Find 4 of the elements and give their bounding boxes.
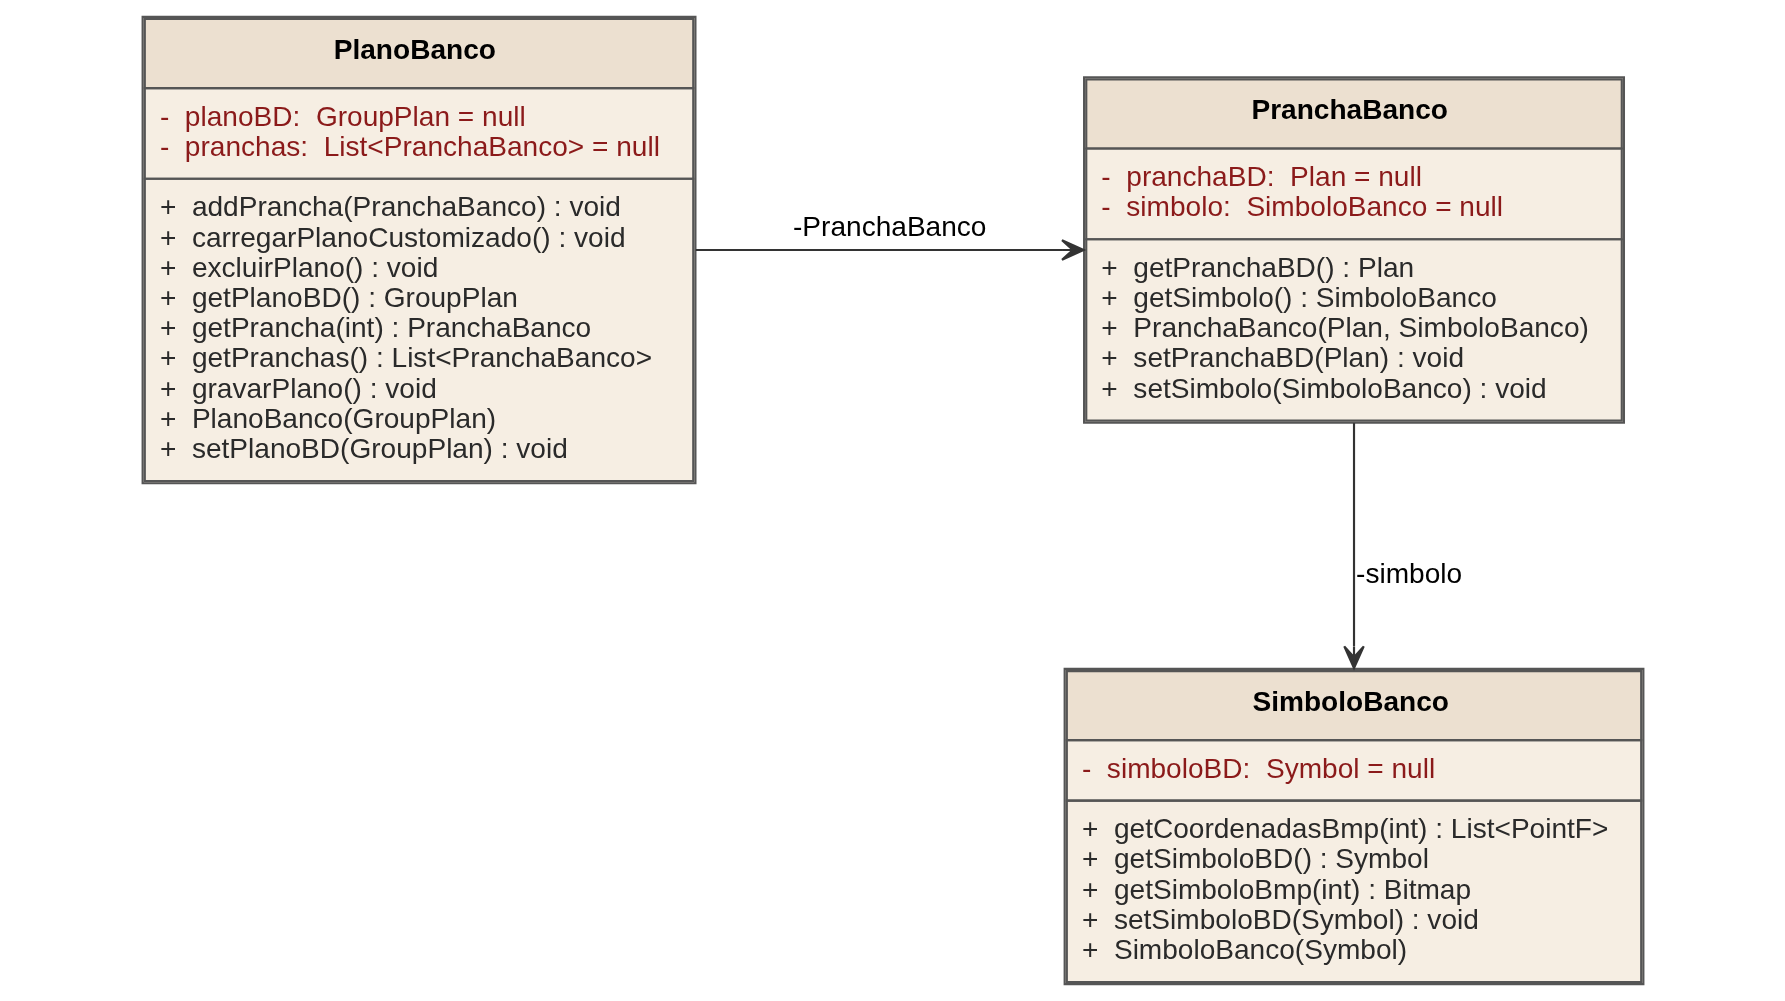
edge-label: -simbolo [1355,558,1462,590]
arrow [695,239,1085,261]
edge-label: -PranchaBanco [792,210,986,242]
arrow [1342,423,1365,670]
